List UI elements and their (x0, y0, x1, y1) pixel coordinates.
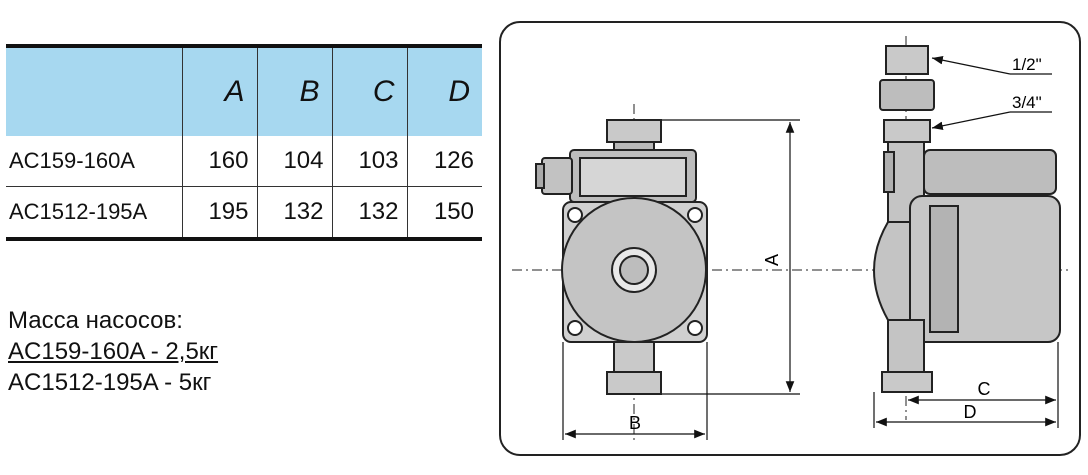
cell-d: 150 (406, 186, 482, 237)
table-header-row: A B C D (6, 48, 482, 136)
table-bottom-rule (6, 237, 482, 241)
cell-b: 104 (256, 136, 332, 187)
dimension-c (873, 342, 1059, 428)
cable-gland (541, 157, 573, 195)
cell-c: 103 (331, 136, 407, 187)
table-top-rule (6, 44, 482, 48)
header-d: D (406, 48, 482, 136)
drawing-frame (499, 21, 1081, 456)
header-a: A (181, 48, 257, 136)
header-c: C (331, 48, 407, 136)
pump-front-view (512, 104, 1072, 440)
thread-label-half-inch: 1/2" (1012, 55, 1042, 74)
header-b: B (256, 48, 332, 136)
pump-side-view (873, 36, 1061, 420)
thread-label-three-quarter-inch: 3/4" (1012, 93, 1042, 112)
pump-mass-block: Масса насосов: AC159-160A - 2,5кг AC1512… (8, 305, 218, 398)
mass-title: Масса насосов: (8, 307, 183, 334)
mass-line-1: AC159-160A - 2,5кг (8, 338, 219, 365)
table-row: AC1512-195A 195 132 132 150 (6, 186, 482, 237)
cell-model: AC159-160A (9, 148, 135, 173)
dim-c-label: C (978, 379, 991, 399)
thread-callouts (931, 55, 1052, 131)
dim-b-label: B (629, 413, 641, 433)
cell-a: 195 (181, 186, 257, 237)
cell-c: 132 (331, 186, 407, 237)
cell-model: AC1512-195A (6, 186, 182, 237)
dimension-b (562, 342, 708, 440)
table-row: AC159-160A 160 104 103 126 (6, 136, 482, 187)
dimension-a (662, 119, 800, 395)
cell-a: 160 (181, 136, 257, 187)
mass-line-2: AC1512-195A - 5кг (8, 369, 212, 396)
dimensions-table-container: A B C D AC159-160A 160 104 103 126 AC151… (6, 44, 482, 241)
dim-a-label: A (762, 254, 782, 266)
dim-d-label: D (964, 402, 977, 422)
cell-d: 126 (406, 136, 482, 187)
dimensions-table: A B C D AC159-160A 160 104 103 126 AC151… (6, 48, 482, 237)
header-model (6, 48, 182, 136)
cell-b: 132 (256, 186, 332, 237)
